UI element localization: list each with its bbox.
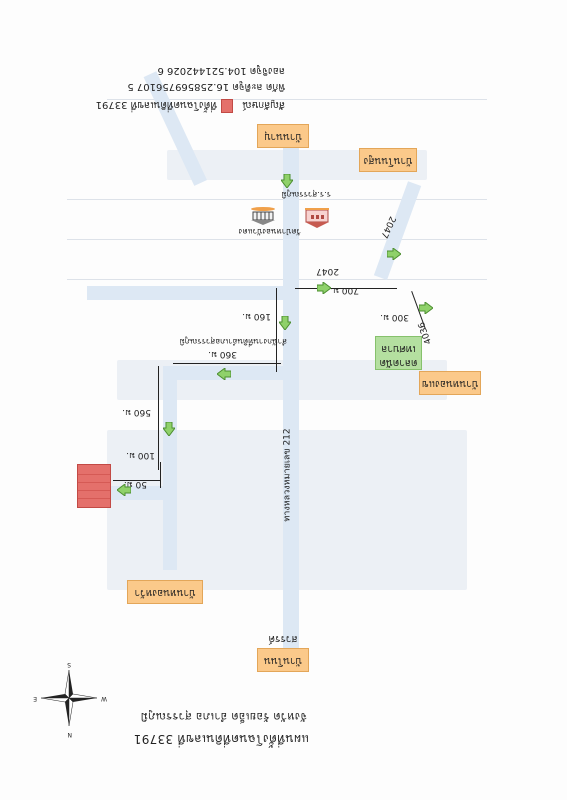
arrow-icon [117,484,131,496]
road-2047-horizontal [87,286,297,300]
compass-e: E [33,695,37,702]
arrow-icon [281,174,293,188]
temple-label: วัดป่าหนองบัวแดง [238,227,301,236]
legend-target-label: ที่ตั้งโฉนดที่ดินเลขที่ 33791 [95,99,217,110]
arrow-icon [387,248,401,260]
dimension-560 [158,366,159,470]
legend-coords-lat: พิกัด ละติจูด 16.258569756107 5 [127,81,285,92]
arrow-icon [279,316,291,330]
bleed-through-line [67,279,487,280]
map-subtitle: จังหวัด ร้อยเอ็ด อำเภอ สุวรรณภูมิ [140,710,307,723]
place-east-lower: บ้านหนองแข [419,371,481,395]
arrow-icon [217,368,231,380]
bleed-through-line [67,239,487,240]
arrow-icon [163,422,175,436]
map-title: แผนที่ตั้งโฉนดที่ดินเลขที่ 33791 [133,732,309,746]
office-label: สำนักงานที่ดินอำเภอสุวรรณภูมิ [179,337,287,346]
dimension-160 [276,288,277,372]
arrow-icon [317,282,331,294]
distance-360: 360 ม. [208,349,237,359]
road-west-down [163,370,177,570]
compass-rose: N S W E [33,661,107,738]
road-label-212: ทางหลวงหมายเลข 212 [282,428,293,522]
place-north-top: บ้านนาบุ [257,124,309,148]
legend-coords-lon: ลองจิจูด 104.521442026 6 [157,65,285,76]
bleed-through-line [67,199,487,200]
distance-300: 300 ม. [380,312,409,322]
road-label-2047-horizontal: 2047 [316,266,339,276]
arrow-icon [419,302,433,314]
compass-w: W [101,695,107,702]
compass-icon [40,669,98,727]
distance-100: 100 ม. [126,450,155,460]
school-icon [305,208,329,228]
place-west-lower: บ้านหนองหว้า [127,580,203,604]
legend-heading: สัญลักษณ์ [242,99,285,110]
distance-160: 160 ม. [242,311,271,321]
place-south: บ้านโนนสวรรค์ [257,633,309,672]
temple-icon [251,207,275,225]
compass-s: S [67,661,71,668]
road-212 [283,140,299,660]
compass-n: N [67,731,73,738]
school-label: ร.ร.สุวรรณภูมิ [281,190,331,199]
place-north-east: บ้านโนนสูง [359,148,417,172]
distance-700: 700 ม. [330,285,359,295]
dimension-360 [173,363,281,364]
land-parcel-target [77,464,111,508]
distance-560: 560 ม. [122,407,151,417]
dimension-100 [160,462,161,488]
legend-target-swatch [221,99,233,113]
market-box: ตลาดนัด เทศบาล [375,336,422,370]
